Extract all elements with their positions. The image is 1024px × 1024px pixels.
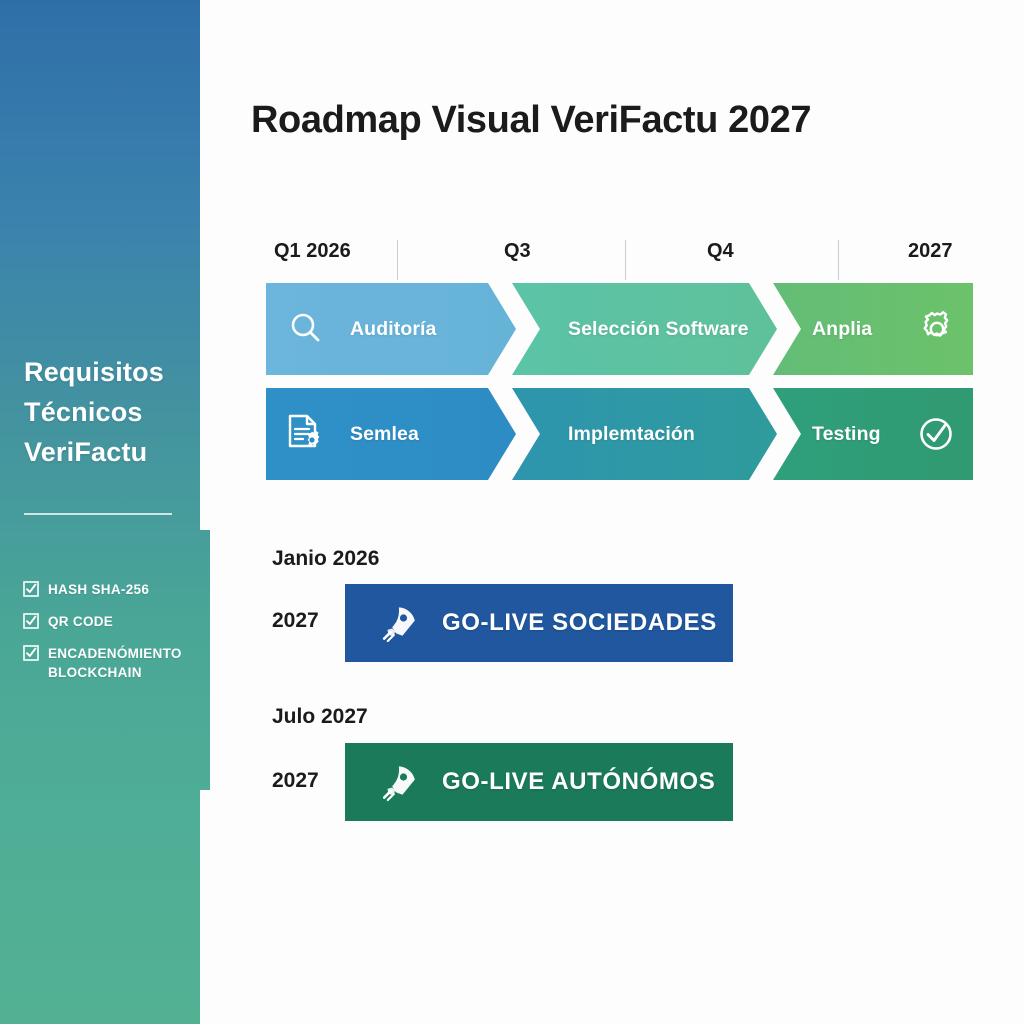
timeline-label-2027: 2027 <box>908 240 953 262</box>
roadmap-step-testing[interactable]: Testing <box>773 388 973 480</box>
timeline-header-row: Q1 2026 Q3 Q4 2027 <box>266 240 973 280</box>
roadmap-row-1: Auditoría Selección Software Anplia <box>266 283 973 375</box>
check-circle-icon <box>913 411 959 457</box>
timeline-tick <box>397 240 398 280</box>
milestone-banner-label: GO-LIVE AUTÓNÓMOS <box>442 768 716 795</box>
checklist-label: HASH SHA-256 <box>48 582 150 597</box>
timeline-label-q3: Q3 <box>504 240 531 262</box>
sidebar-content: Requisitos Técnicos VeriFactu HASH SHA-2… <box>0 0 210 1024</box>
page-title: Roadmap Visual VeriFactu 2027 <box>251 99 812 141</box>
roadmap-step-label: Testing <box>812 422 881 445</box>
roadmap-step-label: Auditoría <box>350 317 437 340</box>
gear-icon <box>915 307 959 351</box>
go-live-sociedades-banner[interactable]: GO-LIVE SOCIEDADES <box>345 584 733 662</box>
requirements-checklist: HASH SHA-256 QR CODE ENC <box>23 580 213 695</box>
roadmap-step-label: Selección Software <box>568 317 749 340</box>
roadmap-step-anplia[interactable]: Anplia <box>773 283 973 375</box>
timeline-label-q1-2026: Q1 2026 <box>274 240 351 262</box>
go-live-autonomos-banner[interactable]: GO-LIVE AUTÓNÓMOS <box>345 743 733 821</box>
search-icon <box>286 309 326 349</box>
sidebar-heading-line-2: Técnicos <box>24 397 143 427</box>
roadmap-step-semlea[interactable]: Semlea <box>266 388 516 480</box>
rocket-icon <box>378 602 420 644</box>
checklist-label: QR CODE <box>48 614 114 629</box>
milestone-year-label: 2027 <box>272 609 319 632</box>
checkbox-checked-icon <box>23 581 39 597</box>
document-gear-icon <box>280 410 328 458</box>
checklist-label: ENCADENÓMIENTO BLOCKCHAIN <box>48 646 182 680</box>
checkbox-checked-icon <box>23 645 39 661</box>
timeline-tick <box>625 240 626 280</box>
sidebar-divider <box>24 513 172 515</box>
checkbox-checked-icon <box>23 613 39 629</box>
roadmap-step-seleccion-software[interactable]: Selección Software <box>512 283 777 375</box>
list-item: ENCADENÓMIENTO BLOCKCHAIN <box>23 644 213 682</box>
list-item: HASH SHA-256 <box>23 580 213 599</box>
rocket-icon <box>378 761 420 803</box>
sidebar-heading: Requisitos Técnicos VeriFactu <box>24 352 199 472</box>
roadmap-step-auditoria[interactable]: Auditoría <box>266 283 516 375</box>
milestone-banner-label: GO-LIVE SOCIEDADES <box>442 609 717 636</box>
milestone-date-label: Janio 2026 <box>272 547 380 570</box>
milestone-date-label: Julo 2027 <box>272 705 368 728</box>
sidebar-heading-line-3: VeriFactu <box>24 437 148 467</box>
roadmap-step-label: Anplia <box>812 317 873 340</box>
roadmap-step-label: Implemtación <box>568 422 695 445</box>
roadmap-step-implemtacion[interactable]: Implemtación <box>512 388 777 480</box>
timeline-label-q4: Q4 <box>707 240 734 262</box>
milestone-year-label: 2027 <box>272 769 319 792</box>
roadmap-step-label: Semlea <box>350 422 419 445</box>
timeline-tick <box>838 240 839 280</box>
list-item: QR CODE <box>23 612 213 631</box>
sidebar-panel <box>0 0 210 1024</box>
roadmap-row-2: Semlea Implemtación Testing <box>266 388 973 480</box>
sidebar-heading-line-1: Requisitos <box>24 357 165 387</box>
